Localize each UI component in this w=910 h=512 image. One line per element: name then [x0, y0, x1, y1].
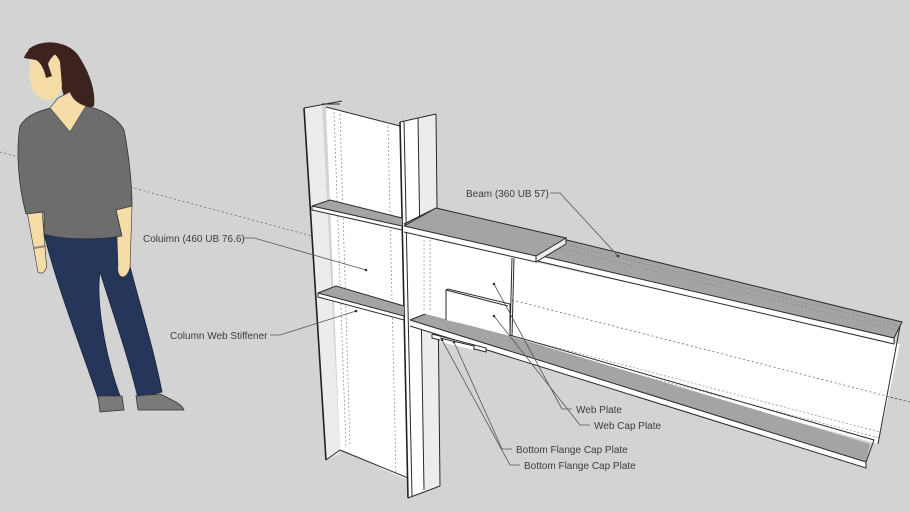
upper-web-stiffener [312, 200, 402, 226]
top-flange-cap-plate [404, 208, 566, 256]
label-bottom-flange-cap-plate-1: Bottom Flange Cap Plate [516, 445, 628, 456]
bracelet [33, 245, 47, 249]
label-beam: Beam (360 UB 57) [466, 189, 549, 200]
hair-front [24, 43, 66, 78]
label-column-web-stiffener: Column Web Stiffener [170, 331, 268, 342]
label-web-plate: Web Plate [576, 405, 622, 416]
neck [49, 91, 87, 133]
column-back-flange [304, 104, 340, 460]
label-bottom-flange-cap-plate-2: Bottom Flange Cap Plate [524, 461, 636, 472]
pants [43, 233, 163, 399]
right-arm [115, 205, 133, 278]
beam-360ub[interactable] [403, 207, 910, 469]
column-web-stiffener [318, 286, 404, 316]
left-shoe [97, 395, 125, 413]
annotation-leaders [244, 192, 620, 466]
scale-figure-woman[interactable] [17, 42, 185, 413]
label-web-cap-plate: Web Cap Plate [594, 421, 662, 432]
right-shoe [135, 393, 185, 411]
beam-web [418, 236, 900, 444]
beam-bottom-flange [410, 312, 870, 462]
label-column: Coluimn (460 UB 76.6) [143, 234, 245, 245]
bottom-flange-cap-plate-2 [440, 338, 474, 350]
web-cap-plate [446, 290, 508, 334]
column-web [326, 107, 408, 480]
left-arm [25, 205, 47, 274]
